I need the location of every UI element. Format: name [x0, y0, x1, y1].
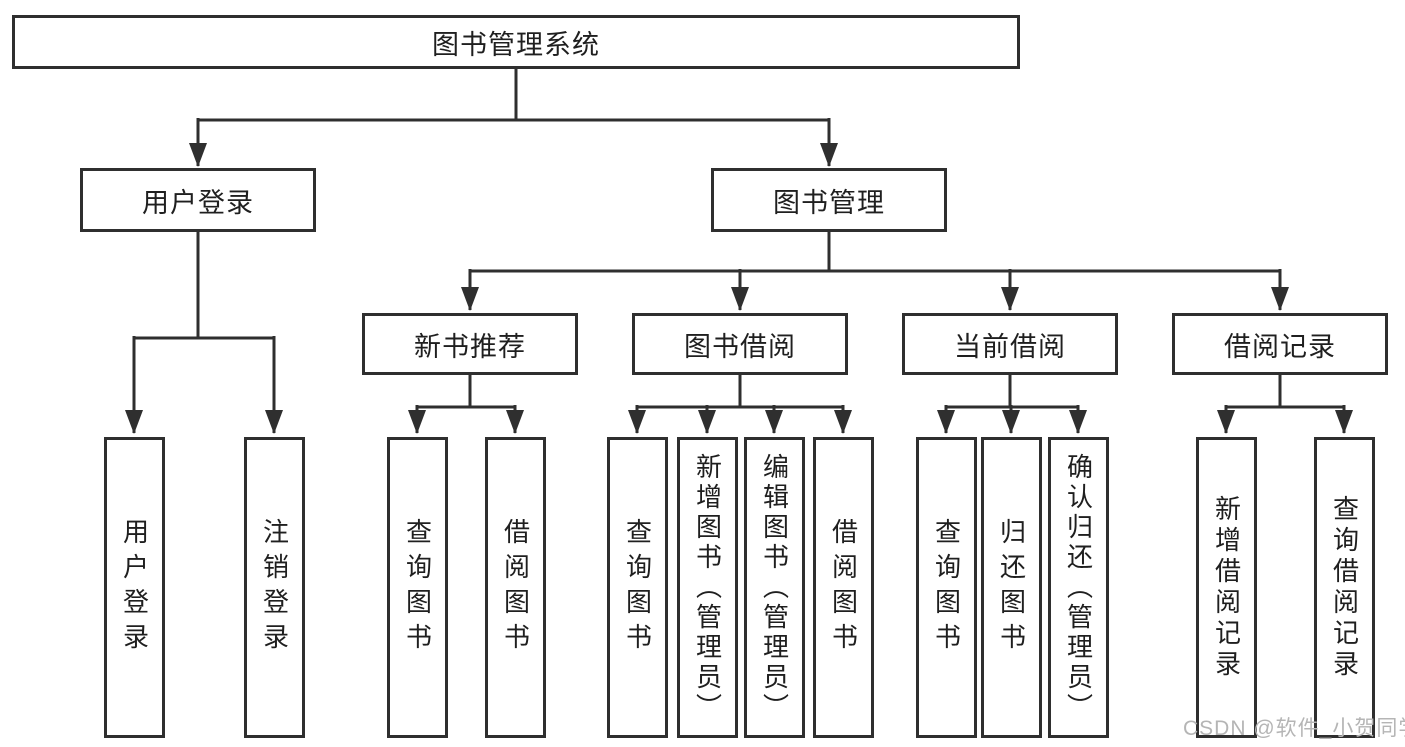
leaf-cur-return-books-label: 归还图书: [996, 517, 1027, 658]
leaf-logout-label: 注销登录: [259, 517, 290, 658]
leaf-bw-query-books: 查询图书: [607, 437, 668, 738]
connector-book-borrow-split: [635, 373, 845, 409]
leaf-cur-confirm-return-admin: 确认归还（管理员）: [1048, 437, 1109, 738]
node-new-book-recommend-label: 新书推荐: [414, 331, 526, 362]
leaf-user-login: 用户登录: [104, 437, 165, 738]
node-library-system-label: 图书管理系统: [432, 29, 600, 60]
leaf-cur-query-books: 查询图书: [916, 437, 977, 738]
node-user-login: 用户登录: [80, 168, 316, 232]
node-current-borrow: 当前借阅: [902, 313, 1118, 375]
node-library-system: 图书管理系统: [12, 15, 1020, 69]
csdn-watermark: CSDN @软件_小贺同学: [1183, 717, 1405, 740]
leaf-cur-confirm-return-admin-label: 确认归还（管理员）: [1063, 452, 1094, 723]
leaf-bw-edit-books-admin: 编辑图书（管理员）: [744, 437, 805, 738]
leaf-nb-borrow-books: 借阅图书: [485, 437, 546, 738]
leaf-bw-add-books-admin-label: 新增图书（管理员）: [692, 452, 723, 723]
connector-borrow-records-split: [1224, 373, 1346, 409]
node-book-management-label: 图书管理: [773, 187, 885, 218]
node-book-management: 图书管理: [711, 168, 947, 232]
node-current-borrow-label: 当前借阅: [954, 331, 1066, 362]
connector-new-book-split: [415, 373, 517, 409]
leaf-nb-borrow-books-label: 借阅图书: [500, 517, 531, 658]
connector-root-split: [196, 69, 831, 122]
leaf-bw-query-books-label: 查询图书: [622, 517, 653, 658]
connector-current-borrow-split: [944, 373, 1080, 409]
connector-user-login-split: [132, 230, 276, 340]
node-book-borrow: 图书借阅: [632, 313, 848, 375]
leaf-bw-add-books-admin: 新增图书（管理员）: [677, 437, 738, 738]
leaf-bw-borrow-books-label: 借阅图书: [828, 517, 859, 658]
leaf-rec-add-record: 新增借阅记录: [1196, 437, 1257, 738]
node-borrow-records-label: 借阅记录: [1224, 331, 1336, 362]
leaf-cur-query-books-label: 查询图书: [931, 517, 962, 658]
leaf-rec-query-record: 查询借阅记录: [1314, 437, 1375, 738]
leaf-user-login-label: 用户登录: [119, 517, 150, 658]
leaf-rec-query-record-label: 查询借阅记录: [1329, 494, 1360, 681]
leaf-rec-add-record-label: 新增借阅记录: [1211, 494, 1242, 681]
leaf-bw-edit-books-admin-label: 编辑图书（管理员）: [759, 452, 790, 723]
leaf-nb-query-books: 查询图书: [387, 437, 448, 738]
leaf-nb-query-books-label: 查询图书: [402, 517, 433, 658]
leaf-cur-return-books: 归还图书: [981, 437, 1042, 738]
node-borrow-records: 借阅记录: [1172, 313, 1388, 375]
node-book-borrow-label: 图书借阅: [684, 331, 796, 362]
node-user-login-label: 用户登录: [142, 187, 254, 218]
node-new-book-recommend: 新书推荐: [362, 313, 578, 375]
leaf-logout: 注销登录: [244, 437, 305, 738]
connector-book-management-split: [468, 230, 1282, 273]
leaf-bw-borrow-books: 借阅图书: [813, 437, 874, 738]
